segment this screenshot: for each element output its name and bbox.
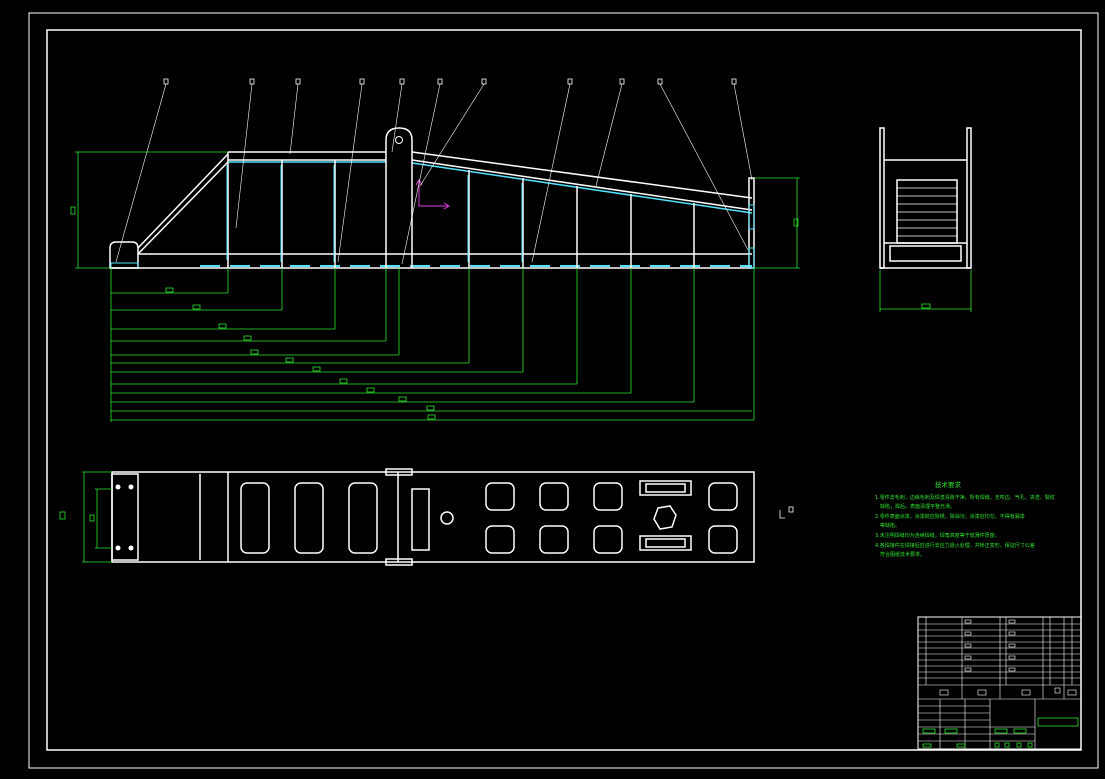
front-view[interactable] <box>70 78 800 422</box>
technical-notes: 技术要求 1.零件去毛刺，边缘毛刺及焊渣清除干净。所有焊缝，无咬边、气孔、夹渣、… <box>875 480 1055 558</box>
note-line-7: 符合图纸技术要求。 <box>880 551 925 558</box>
note-line-3: 2.零件表面涂漆，涂漆前应除锈，除油污，涂漆应均匀，不得有漏漆 <box>875 513 1025 520</box>
top-view[interactable] <box>59 468 794 566</box>
outer-border <box>28 12 1099 769</box>
note-line-5: 3.未注明焊缝均为连续焊缝，焊角高度等于较薄件厚度。 <box>875 532 1000 539</box>
notes-title: 技术要求 <box>935 480 962 489</box>
inner-border <box>46 29 1082 751</box>
title-block[interactable] <box>917 616 1082 750</box>
note-line-6: 4.各焊接件在焊接后应进行去应力退火处理，并矫正变形，保证尺寸公差 <box>875 542 1035 549</box>
side-view[interactable] <box>879 127 972 312</box>
note-line-1: 1.零件去毛刺，边缘毛刺及焊渣清除干净。所有焊缝，无咬边、气孔、夹渣、裂纹 <box>875 494 1055 501</box>
note-line-4: 等缺陷。 <box>880 522 900 529</box>
note-line-2: 缺陷，焊后，表面清理平整光滑。 <box>880 503 955 510</box>
